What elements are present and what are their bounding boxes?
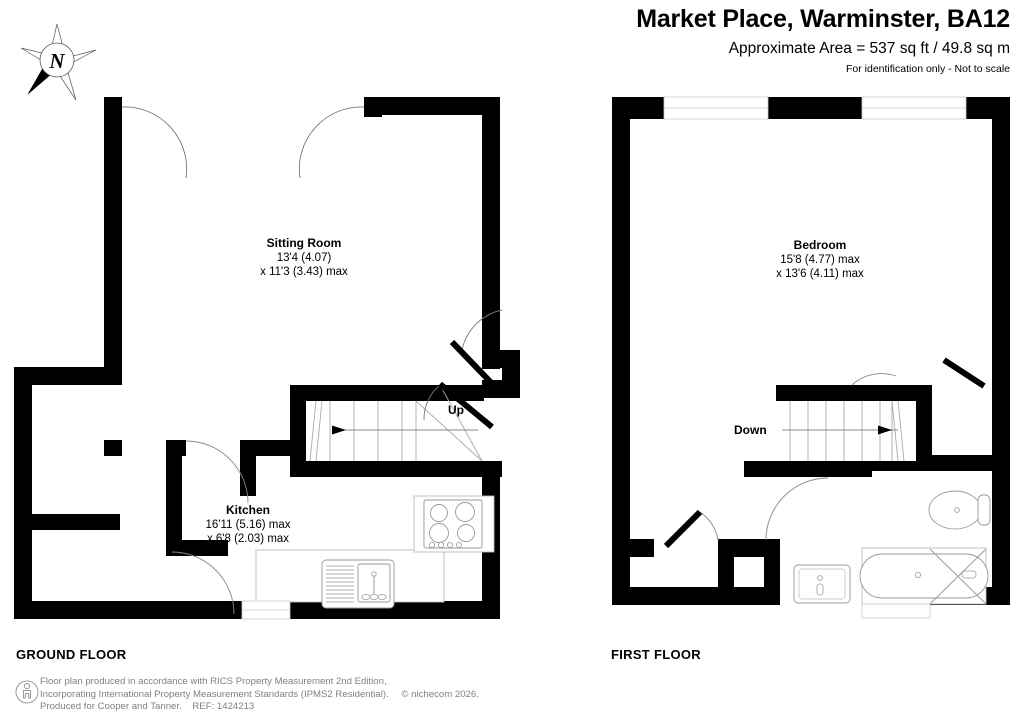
ground-floor-door-swings bbox=[171, 440, 249, 615]
room-dim1-bedroom: 15'8 (4.77) max bbox=[780, 253, 860, 266]
ground-floor-walls bbox=[14, 97, 520, 619]
approximate-area: Approximate Area = 537 sq ft / 49.8 sq m bbox=[728, 40, 1010, 57]
window-first-top-right bbox=[861, 96, 967, 120]
window-ground-bottom bbox=[241, 600, 291, 620]
room-dim1-kitchen: 16'11 (5.16) max bbox=[205, 518, 291, 531]
footer-line-2a: Incorporating International Property Mea… bbox=[40, 688, 389, 700]
floor-caption-ground: GROUND FLOOR bbox=[16, 647, 127, 662]
compass-rose-icon: N bbox=[20, 23, 97, 101]
basin-icon bbox=[793, 564, 851, 604]
svg-text:N: N bbox=[48, 49, 65, 73]
stair-label-down: Down bbox=[734, 423, 767, 437]
ground-floor-staircase bbox=[306, 309, 506, 462]
hob-icon bbox=[423, 499, 483, 549]
room-dim1-sitting-room: 13'4 (4.07) bbox=[276, 251, 332, 264]
footer-line-2: Incorporating International Property Mea… bbox=[40, 689, 660, 702]
stair-label-up: Up bbox=[448, 403, 464, 417]
room-name-kitchen: Kitchen bbox=[225, 503, 270, 517]
room-dim2-kitchen: x 6'8 (2.03) max bbox=[206, 533, 290, 545]
stair-direction-arrow-up bbox=[332, 425, 478, 435]
footer-reference: REF: 1424213 bbox=[192, 701, 255, 713]
french-door-swing-arcs bbox=[121, 106, 365, 179]
footer-disclaimer: Floor plan produced in accordance with R… bbox=[40, 676, 660, 714]
floor-caption-first: FIRST FLOOR bbox=[611, 647, 701, 662]
page-title: Market Place, Warminster, BA12 bbox=[636, 5, 1010, 33]
person-in-circle-icon bbox=[15, 680, 39, 704]
identification-note: For identification only - Not to scale bbox=[846, 63, 1010, 75]
room-dim2-bedroom: x 13'6 (4.11) max bbox=[776, 268, 864, 280]
room-name-sitting-room: Sitting Room bbox=[266, 236, 342, 250]
room-name-bedroom: Bedroom bbox=[793, 238, 847, 252]
window-first-bottom bbox=[861, 603, 931, 619]
plan-header: Market Place, Warminster, BA12 Approxima… bbox=[370, 4, 1010, 77]
window-first-top-left bbox=[663, 96, 769, 120]
stair-direction-arrow-down bbox=[782, 425, 898, 435]
room-label-kitchen: Kitchen 16'11 (5.16) max x 6'8 (2.03) ma… bbox=[160, 503, 336, 547]
first-floor-door-leaves bbox=[663, 357, 986, 549]
footer-line-3: Produced for Cooper and Tanner. REF: 142… bbox=[40, 701, 660, 714]
sink-icon bbox=[321, 559, 395, 609]
footer-produced-for: Produced for Cooper and Tanner. bbox=[40, 701, 182, 713]
room-label-bedroom: Bedroom 15'8 (4.77) max x 13'6 (4.11) ma… bbox=[732, 238, 908, 282]
first-floor-door-swings bbox=[699, 373, 897, 541]
room-label-sitting-room: Sitting Room 13'4 (4.07) x 11'3 (3.43) m… bbox=[216, 236, 392, 280]
bath-shower-icon bbox=[859, 547, 989, 605]
toilet-icon bbox=[928, 490, 991, 530]
footer-copyright: © nichecom 2026. bbox=[401, 688, 479, 700]
room-dim2-sitting-room: x 11'3 (3.43) max bbox=[260, 266, 348, 278]
first-floor-walls bbox=[612, 97, 1010, 605]
first-floor-staircase bbox=[776, 400, 916, 462]
footer-line-1: Floor plan produced in accordance with R… bbox=[40, 676, 387, 687]
